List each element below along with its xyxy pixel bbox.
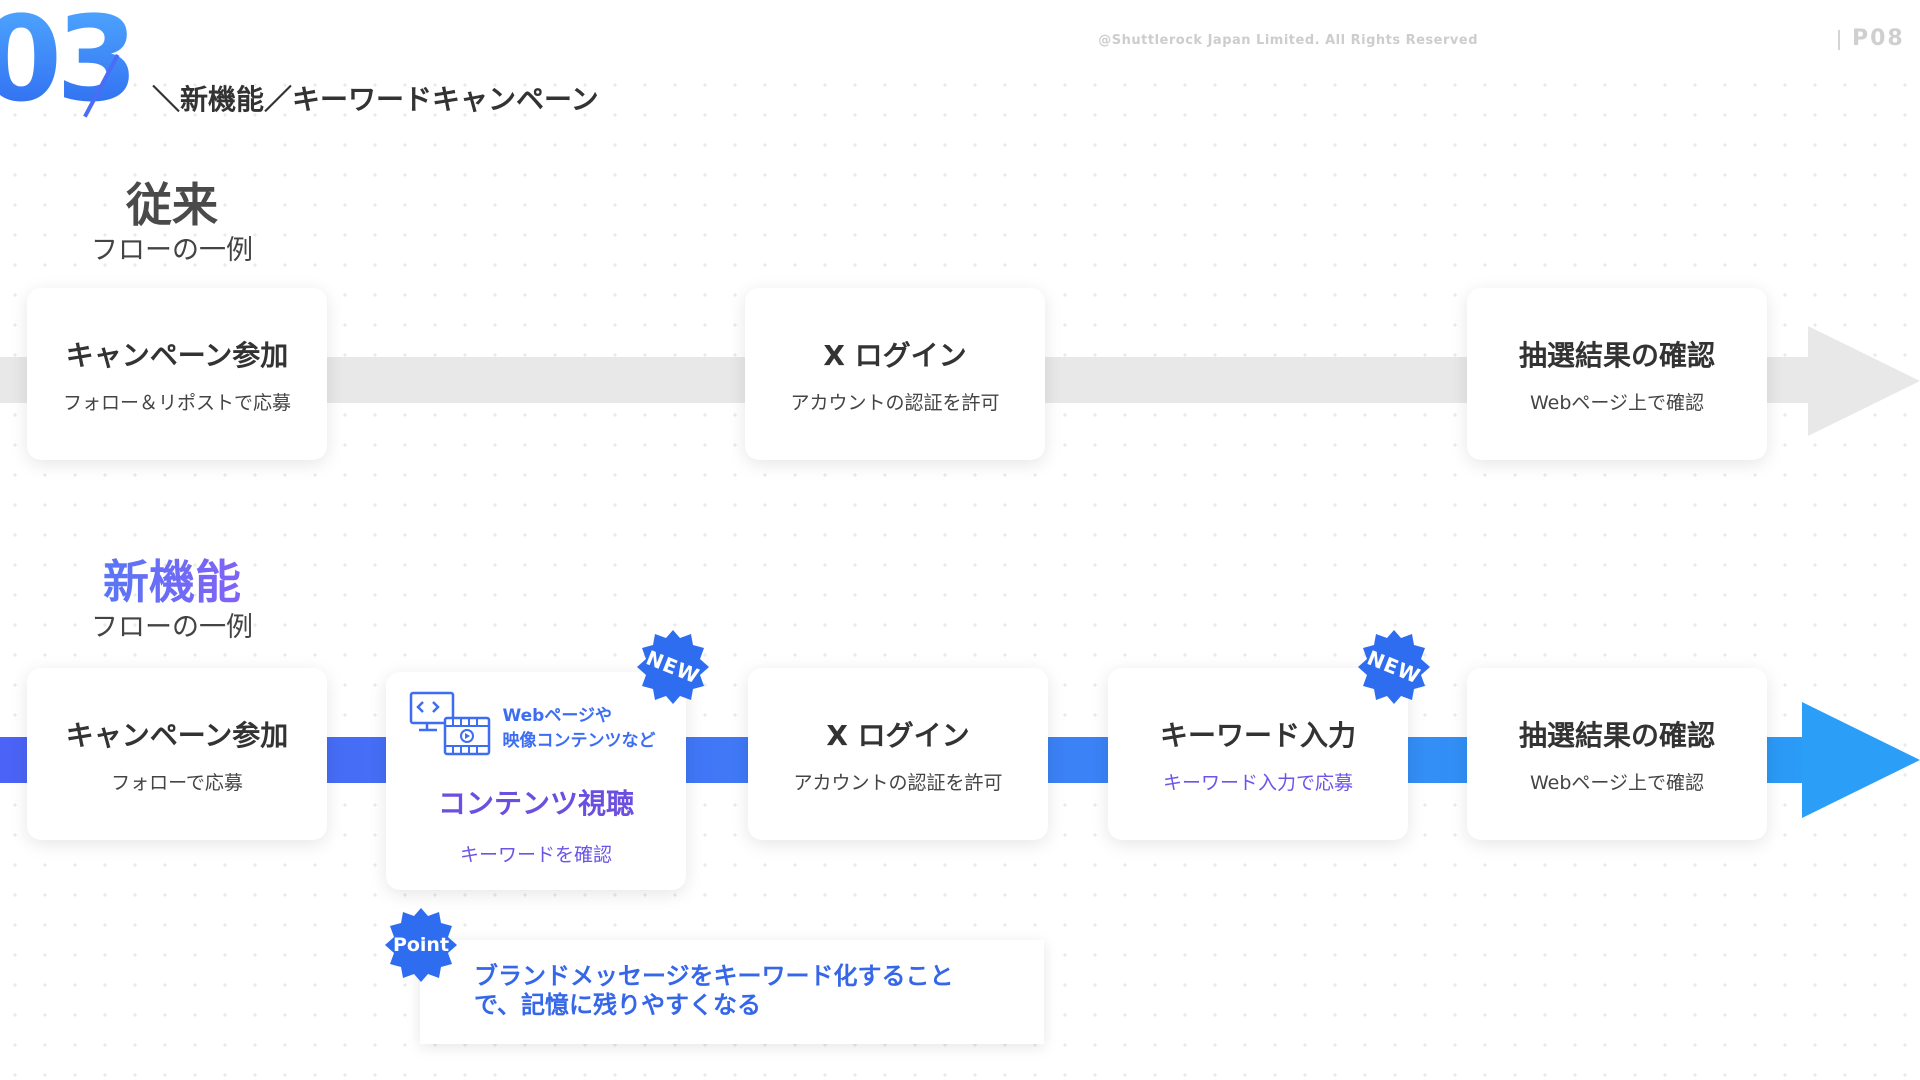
- new-badge: NEW: [636, 630, 710, 704]
- page-number-separator: [1838, 30, 1840, 50]
- old-flow-label-main: 従来: [126, 178, 218, 232]
- old-flow-arrow-head: [1808, 326, 1920, 436]
- old-step-result-check-card: 抽選結果の確認 Webページ上で確認: [1467, 288, 1767, 460]
- step-title: X ログイン: [823, 338, 967, 372]
- old-flow-label: 従来 フローの一例: [72, 178, 272, 268]
- new-step-result-check-card: 抽選結果の確認 Webページ上で確認: [1467, 668, 1767, 840]
- copyright-text: @Shuttlerock Japan Limited. All Rights R…: [1098, 33, 1478, 48]
- step-title: キャンペーン参加: [65, 338, 289, 372]
- point-text-line2: で、記憶に残りやすくなる: [474, 991, 762, 1020]
- point-callout-box: ブランドメッセージをキーワード化すること で、記憶に残りやすくなる: [420, 940, 1044, 1044]
- step-title: キャンペーン参加: [65, 718, 289, 752]
- page-number: P08: [1852, 26, 1905, 51]
- step-title: コンテンツ視聴: [437, 787, 634, 820]
- content-view-sub-line1: Webページや: [502, 706, 613, 726]
- step-desc: アカウントの認証を許可: [790, 391, 1000, 414]
- dot-pattern-background: [0, 70, 1920, 1080]
- step-desc: フォローで応募: [111, 771, 243, 794]
- old-step-x-login-card: X ログイン アカウントの認証を許可: [745, 288, 1045, 460]
- point-badge-text: Point: [392, 934, 450, 956]
- new-step-x-login-card: X ログイン アカウントの認証を許可: [748, 668, 1048, 840]
- starburst-badge-icon: [385, 908, 457, 982]
- new-flow-arrow-head: [1802, 702, 1920, 818]
- old-flow-label-sub: フローの一例: [91, 235, 253, 267]
- step-title: キーワード入力: [1159, 718, 1356, 752]
- old-step-campaign-join-card: キャンペーン参加 フォロー＆リポストで応募: [27, 288, 327, 460]
- page-subtitle: ＼新機能／キーワードキャンペーン: [152, 83, 599, 116]
- step-desc: フォロー＆リポストで応募: [62, 391, 291, 414]
- new-flow-label-sub: フローの一例: [91, 612, 253, 644]
- step-title: X ログイン: [826, 718, 970, 752]
- content-view-sub: Webページや 映像コンテンツなど: [503, 704, 656, 753]
- step-desc: Webページ上で確認: [1529, 771, 1705, 794]
- point-badge: Point: [384, 908, 458, 982]
- new-step-campaign-join-card: キャンペーン参加 フォローで応募: [27, 668, 327, 840]
- step-desc: アカウントの認証を許可: [793, 771, 1003, 794]
- new-step-keyword-input-card: キーワード入力 キーワード入力で応募: [1108, 668, 1408, 840]
- new-flow-label-main: 新機能: [72, 555, 272, 610]
- point-text-line1: ブランドメッセージをキーワード化すること: [474, 962, 954, 990]
- new-step-content-view-card: Webページや 映像コンテンツなど コンテンツ視聴 キーワードを確認: [386, 672, 686, 890]
- step-desc: キーワードを確認: [459, 844, 612, 866]
- starburst-badge-icon: [1358, 630, 1430, 704]
- content-view-header: Webページや 映像コンテンツなど: [409, 690, 656, 760]
- web-video-content-icon: [409, 690, 493, 760]
- new-flow-label: 新機能 フローの一例: [72, 555, 272, 645]
- step-desc: Webページ上で確認: [1529, 391, 1705, 414]
- starburst-badge-icon: [637, 630, 709, 704]
- content-view-sub-line2: 映像コンテンツなど: [502, 730, 656, 751]
- step-title: 抽選結果の確認: [1518, 718, 1715, 752]
- new-badge: NEW: [1357, 630, 1431, 704]
- step-desc: キーワード入力で応募: [1162, 771, 1353, 794]
- step-title: 抽選結果の確認: [1518, 338, 1715, 372]
